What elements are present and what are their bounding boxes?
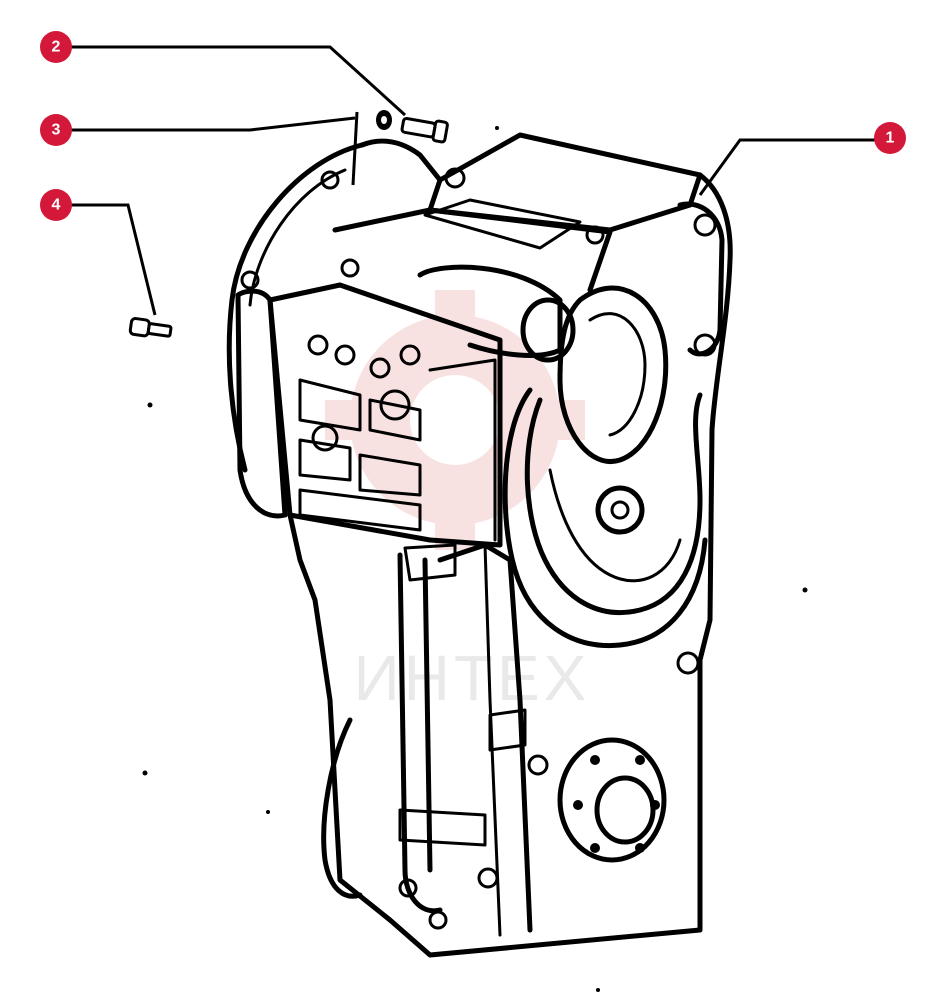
bell-housing-inner <box>248 168 347 307</box>
side-oval-port <box>557 285 669 464</box>
upper-body <box>332 207 613 293</box>
callout-3[interactable]: 3 <box>40 114 72 146</box>
hose-fitting <box>595 485 645 535</box>
right-bolt-top <box>693 213 717 237</box>
callout-4[interactable]: 4 <box>40 189 72 221</box>
callout-1[interactable]: 1 <box>874 122 906 154</box>
leader-line-3-drop <box>351 111 359 186</box>
callout-4-badge <box>40 189 72 221</box>
side-oval-inner <box>588 312 647 437</box>
leader-line-3 <box>70 116 356 132</box>
washer-icon <box>376 110 392 130</box>
right-housing <box>697 172 733 663</box>
callout-2-label: 2 <box>52 39 61 56</box>
top-cover-window <box>423 198 582 250</box>
lower-housing-edge <box>483 543 502 937</box>
flange-bolt-1 <box>320 170 340 190</box>
port-square-2 <box>398 808 487 847</box>
output-flange <box>557 737 667 863</box>
lower-housing <box>287 512 703 958</box>
callout-1-badge <box>874 122 906 154</box>
top-bolt-1 <box>444 167 466 189</box>
lower-housing-front <box>437 542 533 933</box>
callout-3-label: 3 <box>52 122 61 139</box>
dipstick-tube <box>397 552 443 914</box>
leader-line-2 <box>70 45 407 117</box>
hose-left <box>502 387 708 649</box>
plug-icon <box>128 317 173 338</box>
port-bolt-2 <box>477 867 499 889</box>
callout-3-badge <box>40 114 72 146</box>
leader-lines <box>70 45 875 316</box>
valve-block-plate <box>428 358 497 542</box>
leader-line-1 <box>698 138 875 196</box>
dipstick-cap <box>403 543 457 582</box>
callout-2[interactable]: 2 <box>40 31 72 63</box>
scan-specks <box>142 126 808 992</box>
port-square-1 <box>488 708 527 752</box>
dipstick-tube-2 <box>422 557 433 873</box>
hose-fitting-center <box>610 500 630 520</box>
tube-bolt-2 <box>428 910 448 930</box>
cylinder-end <box>520 297 576 363</box>
valve-spools <box>298 334 422 532</box>
bell-housing-flange <box>226 142 365 473</box>
watermark-text: ИНТЕХ <box>354 642 591 714</box>
hose-inner <box>548 468 682 583</box>
bolt-icon <box>400 116 449 144</box>
port-bolt-3 <box>676 651 700 675</box>
callout-4-label: 4 <box>52 197 61 214</box>
transmission-assembly-drawing <box>226 132 733 958</box>
callout-1-label: 1 <box>886 130 895 147</box>
right-bolt-bottom <box>693 333 717 357</box>
flange-bolt-2 <box>240 270 260 290</box>
valve-block-frame <box>235 288 288 519</box>
lower-left-flange <box>321 717 363 899</box>
hose-middle <box>524 392 703 616</box>
leader-line-4 <box>70 203 157 316</box>
top-bolt-2 <box>340 258 360 278</box>
flange-top-rim <box>359 138 443 183</box>
callout-2-badge <box>40 31 72 63</box>
watermark-gear-icon <box>325 290 585 550</box>
tube-bolt-1 <box>398 878 418 898</box>
top-bolt-3 <box>585 225 605 245</box>
port-bolt-1 <box>527 754 549 776</box>
cylinder-body <box>417 264 563 358</box>
